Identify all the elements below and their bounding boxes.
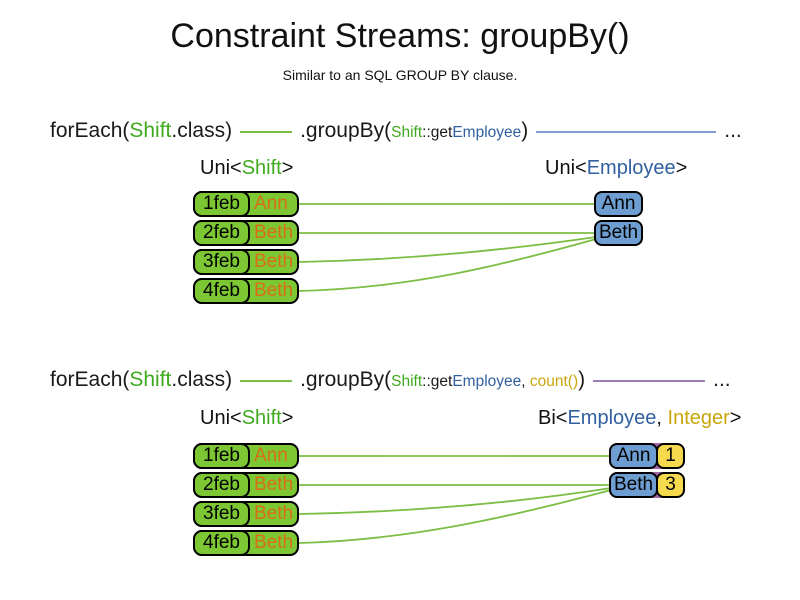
label-close: >: [281, 157, 294, 179]
shift-employee-cell: Beth: [254, 251, 294, 272]
shift-employee-cell: Beth: [254, 222, 294, 243]
label-open: Uni<: [200, 407, 242, 429]
code-foreach-open: forEach(: [50, 119, 130, 142]
shift-employee-cell: Beth: [254, 474, 294, 495]
code-foreach-open: forEach(: [50, 368, 130, 391]
shift-date-cell: 2feb: [193, 472, 250, 498]
wire-4feb-beth: [298, 238, 597, 292]
result-type-label-2: Bi<Employee, Integer>: [538, 407, 741, 430]
label-separator: ,: [656, 407, 668, 429]
employee-count-pair: Beth 3: [609, 472, 685, 498]
wire2-4feb-beth: [298, 489, 612, 544]
code-collector: count(): [529, 373, 579, 390]
stream-link-line: [240, 380, 293, 382]
code-foreach-type: Shift: [129, 368, 172, 391]
shift-tuple-row: 3feb Beth: [193, 501, 299, 527]
shift-date-cell: 4feb: [193, 530, 250, 556]
code-key-type: Shift: [391, 373, 423, 390]
employee-box: Beth: [594, 220, 643, 246]
shift-employee-cell: Beth: [254, 280, 294, 301]
shift-date-cell: 1feb: [193, 191, 250, 217]
shift-employee-cell: Ann: [254, 193, 288, 214]
shift-date-cell: 3feb: [193, 501, 250, 527]
wire-3feb-beth: [298, 236, 597, 263]
employee-count-pair: Ann 1: [609, 443, 685, 469]
shift-date-cell: 2feb: [193, 220, 250, 246]
shift-date-cell: 1feb: [193, 443, 250, 469]
code-line-2: forEach( Shift .class) .groupBy( Shift :…: [50, 368, 731, 394]
label-type: Employee: [567, 407, 657, 429]
result-link-line: [593, 380, 706, 382]
code-ellipsis: ...: [724, 119, 742, 142]
label-close: >: [675, 157, 688, 179]
source-type-label-2: Uni<Shift>: [200, 407, 293, 430]
shift-tuple-row: 4feb Beth: [193, 278, 299, 304]
shift-tuple-row: 1feb Ann: [193, 191, 299, 217]
shift-tuple-row: 4feb Beth: [193, 530, 299, 556]
shift-date-cell: 3feb: [193, 249, 250, 275]
page-subtitle: Similar to an SQL GROUP BY clause.: [282, 67, 518, 83]
shift-employee-cell: Ann: [254, 445, 288, 466]
shift-employee-cell: Beth: [254, 503, 294, 524]
wire2-3feb-beth: [298, 487, 612, 515]
label-open: Uni<: [545, 157, 587, 179]
shift-tuple-row: 3feb Beth: [193, 249, 299, 275]
code-foreach-close: .class): [171, 368, 233, 391]
code-key-prop: Employee: [452, 124, 522, 141]
code-arg-separator: ,: [521, 373, 530, 390]
shift-tuple-row: 1feb Ann: [193, 443, 299, 469]
employee-box: Ann: [594, 191, 643, 217]
source-type-label-1: Uni<Shift>: [200, 157, 293, 180]
code-foreach-close: .class): [171, 119, 233, 142]
shift-tuple-row: 2feb Beth: [193, 220, 299, 246]
label-open: Uni<: [200, 157, 242, 179]
code-ellipsis: ...: [713, 368, 731, 391]
employee-box: Ann: [609, 443, 658, 469]
shift-date-cell: 4feb: [193, 278, 250, 304]
result-type-label-1: Uni<Employee>: [545, 157, 687, 180]
result-link-line: [536, 131, 717, 133]
code-key-type: Shift: [391, 124, 423, 141]
code-groupby-open: .groupBy(: [300, 368, 392, 391]
code-key-accessor: ::get: [422, 124, 453, 141]
code-groupby-close: ): [521, 119, 529, 142]
code-foreach-type: Shift: [129, 119, 172, 142]
code-groupby-open: .groupBy(: [300, 119, 392, 142]
label-type2: Integer: [667, 407, 730, 429]
code-key-accessor: ::get: [422, 373, 453, 390]
label-close: >: [281, 407, 294, 429]
shift-tuple-row: 2feb Beth: [193, 472, 299, 498]
page-title: Constraint Streams: groupBy(): [170, 17, 630, 55]
code-line-1: forEach( Shift .class) .groupBy( Shift :…: [50, 119, 742, 145]
label-type: Shift: [241, 407, 282, 429]
label-close: >: [729, 407, 742, 429]
stream-link-line: [240, 131, 293, 133]
code-groupby-close: ): [578, 368, 586, 391]
label-type: Shift: [241, 157, 282, 179]
label-type: Employee: [586, 157, 676, 179]
employee-box: Beth: [609, 472, 658, 498]
count-box: 3: [656, 472, 685, 498]
code-key-prop: Employee: [452, 373, 522, 390]
label-open: Bi<: [538, 407, 568, 429]
count-box: 1: [656, 443, 685, 469]
shift-employee-cell: Beth: [254, 532, 294, 553]
